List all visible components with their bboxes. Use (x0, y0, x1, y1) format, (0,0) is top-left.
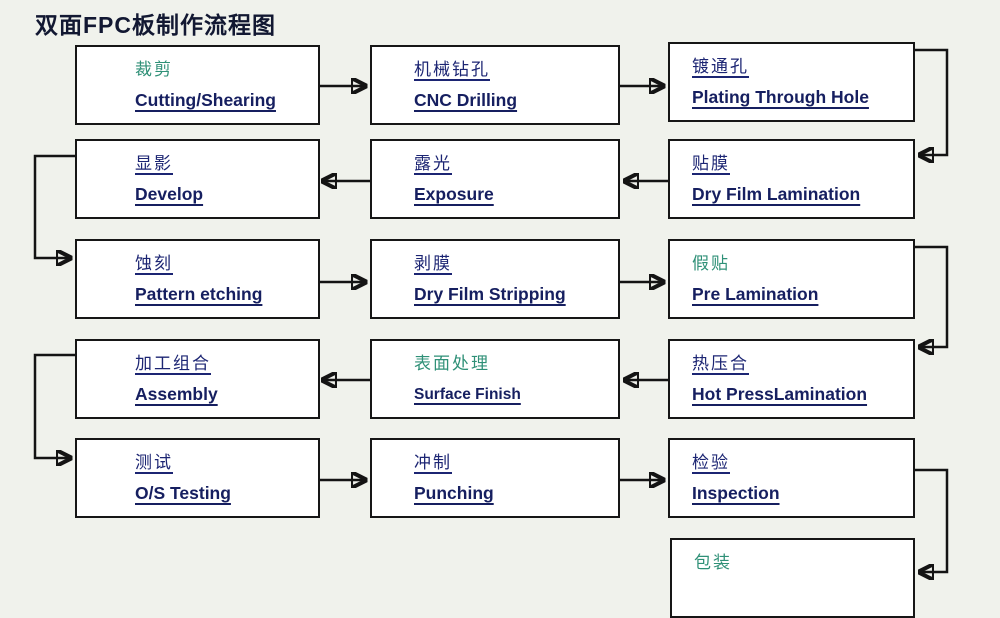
step-label-zh: 蚀刻 (135, 254, 173, 273)
step-label-en: Dry Film Stripping (414, 284, 566, 304)
flow-box-dry-film-stripping: 剥膜 Dry Film Stripping (370, 239, 620, 319)
arrow-assembly-to-testing (33, 353, 75, 458)
flow-box-develop: 显影 Develop (75, 139, 320, 219)
step-label-en: Punching (414, 483, 494, 503)
flow-box-assembly: 加工组合 Assembly (75, 339, 320, 419)
step-label-zh: 剥膜 (414, 254, 452, 273)
step-label-zh: 露光 (414, 154, 452, 173)
step-label-zh: 假贴 (692, 254, 730, 273)
flow-box-os-testing: 测试 O/S Testing (75, 438, 320, 518)
step-label-en: Surface Finish (414, 386, 521, 403)
flow-box-cutting-shearing: 裁剪 Cutting/Shearing (75, 45, 320, 125)
arrow-inspection-to-packaging (915, 468, 949, 572)
step-label-zh: 镀通孔 (692, 57, 749, 76)
flow-box-pre-lamination: 假贴 Pre Lamination (668, 239, 915, 319)
step-label-zh: 裁剪 (135, 60, 173, 79)
step-label-zh: 包装 (694, 553, 732, 572)
flow-box-hot-press-lamination: 热压合 Hot PressLamination (668, 339, 915, 419)
flow-box-pattern-etching: 蚀刻 Pattern etching (75, 239, 320, 319)
step-label-en: O/S Testing (135, 483, 231, 503)
step-label-en: Pre Lamination (692, 284, 819, 304)
step-label-zh: 加工组合 (135, 354, 211, 373)
flowchart-page: { "title": "双面FPC板制作流程图", "colors": { "n… (33, 12, 949, 618)
page-title: 双面FPC板制作流程图 (35, 12, 276, 38)
arrow-prelamination-to-hotpress (915, 245, 949, 347)
step-label-en: CNC Drilling (414, 90, 518, 110)
step-label-en: Plating Through Hole (692, 87, 869, 107)
step-label-zh: 表面处理 (414, 354, 490, 373)
step-label-en: Hot PressLamination (692, 384, 868, 404)
flow-box-surface-finish: 表面处理 Surface Finish (370, 339, 620, 419)
flow-box-cnc-drilling: 机械钻孔 CNC Drilling (370, 45, 620, 125)
step-label-en: Cutting/Shearing (135, 90, 276, 110)
flow-box-punching: 冲制 Punching (370, 438, 620, 518)
flow-box-packaging: 包装 (670, 538, 915, 618)
step-label-zh: 显影 (135, 154, 173, 173)
step-label-en: Develop (135, 184, 204, 204)
step-label-zh: 机械钻孔 (414, 60, 490, 79)
flow-box-dry-film-lamination: 贴膜 Dry Film Lamination (668, 139, 915, 219)
arrow-plating-to-lamination (915, 48, 949, 155)
step-label-zh: 贴膜 (692, 154, 730, 173)
step-label-en: Assembly (135, 384, 218, 404)
step-label-zh: 测试 (135, 453, 173, 472)
step-label-en: Inspection (692, 483, 780, 503)
step-label-en: Pattern etching (135, 284, 263, 304)
flow-box-exposure: 露光 Exposure (370, 139, 620, 219)
step-label-zh: 热压合 (692, 354, 749, 373)
arrow-develop-to-etching (33, 154, 75, 258)
flow-box-plating-through-hole: 镀通孔 Plating Through Hole (668, 42, 915, 122)
step-label-zh: 检验 (692, 453, 730, 472)
step-label-en: Exposure (414, 184, 494, 204)
step-label-zh: 冲制 (414, 453, 452, 472)
flow-box-inspection: 检验 Inspection (668, 438, 915, 518)
step-label-en: Dry Film Lamination (692, 184, 861, 204)
